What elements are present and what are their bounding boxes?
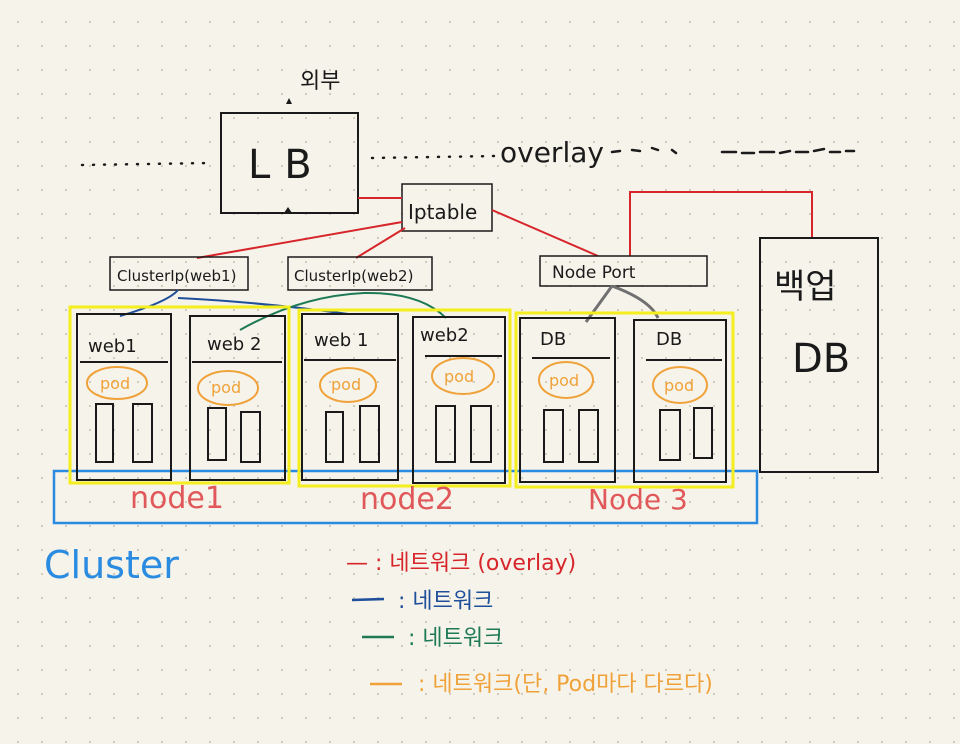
- external-label: 외부: [300, 69, 340, 94]
- container: [325, 411, 344, 463]
- pod-label: pod: [444, 367, 474, 386]
- node3: DB pod DB pod Node 3: [514, 311, 735, 516]
- node1-label: node1: [130, 481, 224, 516]
- external-marker: [286, 98, 292, 104]
- pod-label: pod: [664, 376, 694, 395]
- node2-boundary: [297, 308, 512, 488]
- pod-circle: [319, 367, 377, 403]
- pod-db2[interactable]: DB pod: [633, 319, 727, 483]
- overlay-label: overlay: [500, 136, 604, 169]
- container: [543, 409, 564, 463]
- pod-circle: [652, 366, 708, 404]
- red-overlay-network-lines: [196, 191, 813, 259]
- pod-web2-node2[interactable]: web2 pod: [412, 316, 506, 484]
- pod-web1-node2[interactable]: web 1 pod: [301, 313, 399, 481]
- cluster-boundary: [52, 469, 759, 525]
- blue-network-lines: [119, 289, 349, 317]
- iptable-label: Iptable: [408, 200, 477, 224]
- nodeport-box[interactable]: [539, 255, 708, 287]
- node2-label: node2: [360, 482, 454, 517]
- node2: web 1 pod web2 pod node2: [297, 308, 512, 517]
- clusterip-web2-box[interactable]: [287, 256, 433, 291]
- legend-red: — : 네트워크 (overlay): [346, 551, 576, 576]
- node1-boundary: [68, 305, 291, 485]
- pod-label: pod: [549, 371, 579, 390]
- clusterip-web2-label: ClusterIp(web2): [294, 267, 413, 285]
- container: [435, 405, 456, 463]
- green-network-lines: [239, 291, 447, 331]
- clusterip-web1-box[interactable]: [109, 256, 249, 291]
- pod-label: pod: [211, 378, 241, 397]
- pod-circle: [538, 361, 594, 399]
- lb-bottom-marker: [284, 207, 292, 213]
- pod-label: pod: [331, 375, 361, 394]
- container: [578, 409, 599, 463]
- backup-db-box[interactable]: [759, 237, 879, 473]
- gray-nodeport-lines: [584, 284, 660, 323]
- pod-db-label: DB: [656, 329, 682, 350]
- pod-web1-label: web 1: [314, 330, 368, 351]
- pod-label: pod: [100, 374, 130, 393]
- node3-label: Node 3: [588, 483, 688, 516]
- backup-db-label: DB: [792, 336, 850, 382]
- container: [659, 409, 681, 461]
- legend-green: : 네트워크: [408, 626, 503, 651]
- load-balancer-label: LB: [248, 142, 326, 188]
- pod-web1[interactable]: web1 pod: [76, 313, 172, 481]
- nodeport-label: Node Port: [552, 263, 636, 283]
- legend-blue-swatch: [351, 597, 385, 602]
- container: [207, 407, 227, 461]
- container: [240, 411, 261, 463]
- pod-web2-label: web 2: [207, 334, 261, 355]
- backup-db-title: 백업: [774, 267, 837, 307]
- container: [95, 403, 114, 463]
- container: [693, 407, 713, 459]
- container: [359, 405, 380, 463]
- pod-web2-label: web2: [420, 325, 469, 346]
- pod-web2[interactable]: web 2 pod: [189, 315, 286, 481]
- iptable-box[interactable]: [401, 183, 493, 232]
- node1: web1 pod web 2 pod node1: [68, 305, 291, 516]
- pod-db1[interactable]: DB pod: [519, 317, 616, 483]
- pod-web1-label: web1: [88, 336, 137, 357]
- clusterip-web1-label: ClusterIp(web1): [117, 267, 236, 285]
- pod-db-label: DB: [540, 329, 566, 350]
- pod-circle: [86, 366, 148, 400]
- container: [132, 403, 153, 463]
- pod-circle: [431, 357, 495, 395]
- pod-circle: [197, 370, 259, 406]
- node3-boundary: [514, 311, 735, 489]
- legend-orange: : 네트워크(단, Pod마다 다르다): [418, 672, 713, 697]
- legend-blue: : 네트워크: [398, 589, 493, 614]
- legend: — : 네트워크 (overlay) : 네트워크 : 네트워크 : 네트워크(…: [346, 551, 713, 697]
- container: [470, 405, 492, 463]
- overlay-dotted-line: [80, 146, 856, 167]
- cluster-label: Cluster: [44, 543, 179, 587]
